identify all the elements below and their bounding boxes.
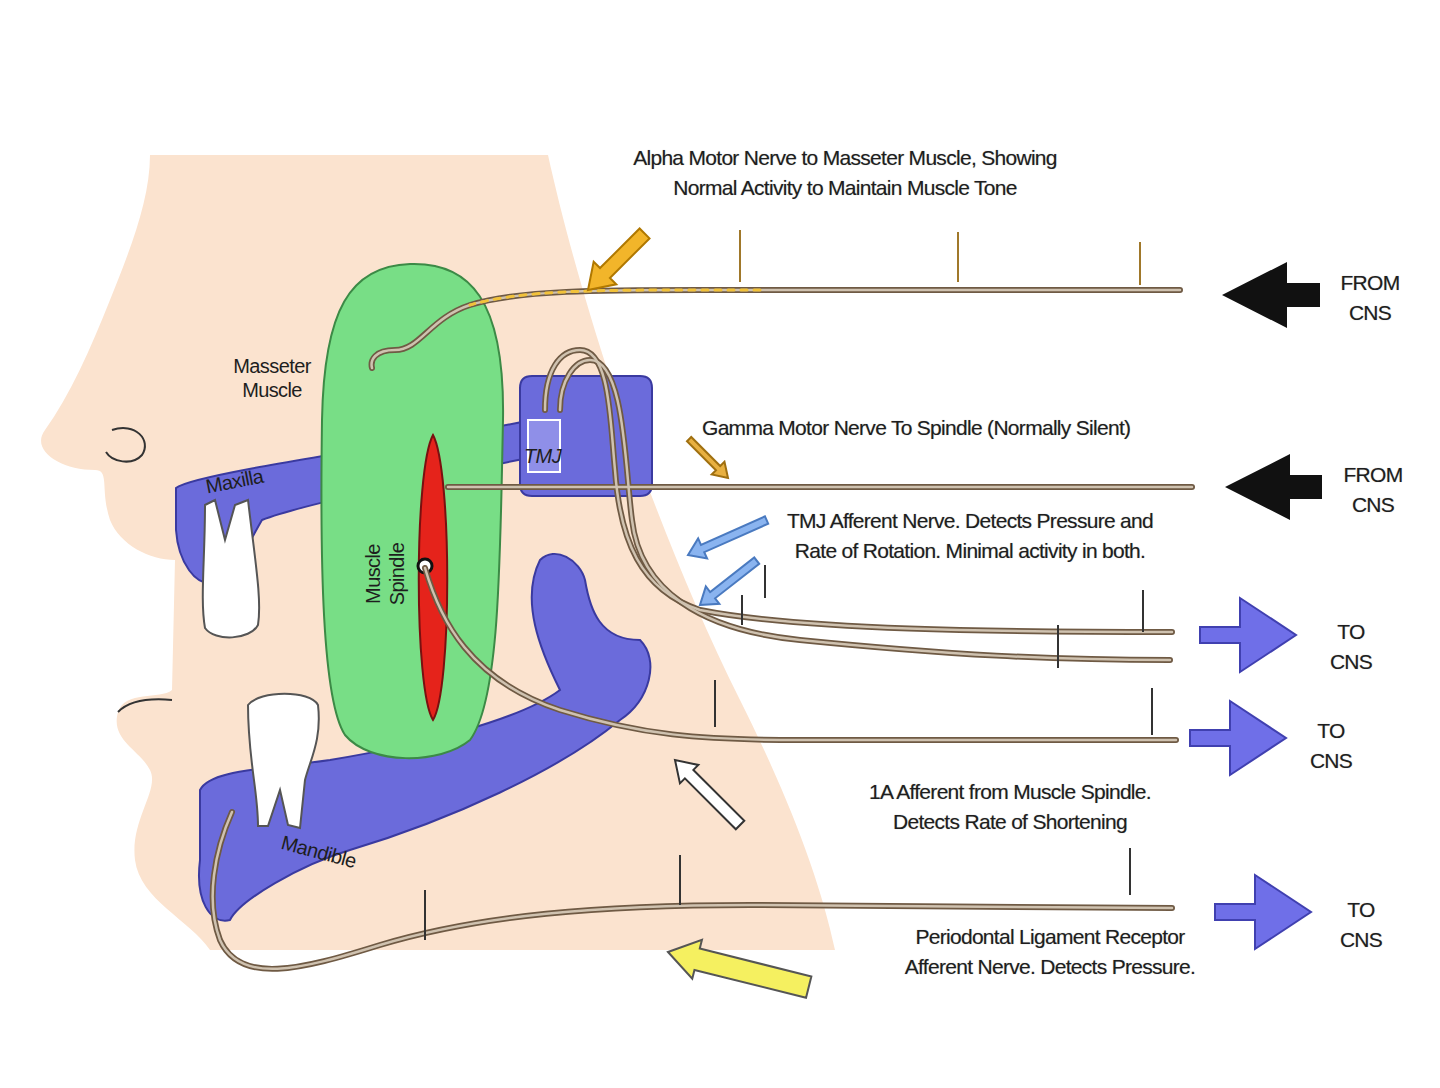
cns-label: FROM CNS	[1330, 268, 1410, 328]
node-label: Muscle Spindle	[361, 534, 409, 614]
node-label: TMJ	[524, 444, 574, 468]
nerve-callout: Periodontal Ligament Receptor Afferent N…	[835, 922, 1265, 982]
cns-label: TO CNS	[1327, 895, 1395, 955]
tmj-joint: TMJ	[518, 374, 654, 498]
cns-arrows	[1190, 262, 1322, 949]
cns-label: FROM CNS	[1333, 460, 1413, 520]
spike	[739, 230, 741, 282]
muscle-spindle: Muscle Spindle	[413, 433, 453, 723]
tmj-joint-shape	[520, 376, 652, 496]
spike	[679, 855, 681, 905]
nerve-callout: TMJ Afferent Nerve. Detects Pressure and…	[775, 506, 1165, 566]
tmj-joint-outline	[518, 374, 654, 498]
from-cns-arrow	[1225, 454, 1322, 520]
maxilla-bone-shape	[176, 422, 528, 583]
nerve-callout: Gamma Motor Nerve To Spindle (Normally S…	[702, 413, 1322, 443]
upper-tooth	[203, 500, 259, 637]
spike	[1129, 848, 1131, 895]
to-cns-arrow	[1215, 875, 1311, 949]
spike	[714, 680, 716, 727]
mandible-bone-shape	[199, 554, 650, 921]
nostril-line	[106, 428, 145, 462]
gamma-motor-nerve-core	[448, 486, 1192, 489]
lip-line	[118, 699, 172, 712]
node-label: Masseter Muscle	[212, 354, 332, 402]
callout-arrows	[577, 222, 814, 1006]
spike	[741, 595, 743, 625]
callout-arrow	[663, 933, 813, 1007]
callout-arrow	[684, 510, 772, 565]
to-cns-arrow	[1190, 701, 1286, 775]
spike	[424, 890, 426, 940]
cns-label: TO CNS	[1297, 716, 1365, 776]
spike	[1057, 625, 1059, 668]
spike	[957, 232, 959, 282]
callout-arrow	[666, 751, 749, 834]
masseter-muscle: Masseter MuscleMuscle Spindle	[318, 262, 508, 764]
muscle-spindle-outline	[413, 433, 453, 723]
spike	[1151, 688, 1153, 735]
spindle-receptor	[418, 559, 432, 573]
gamma-motor-nerve	[448, 484, 1192, 490]
masseter-muscle-outline	[318, 262, 508, 764]
cns-label: TO CNS	[1317, 617, 1385, 677]
spike	[1142, 590, 1144, 632]
nerve-callout: 1A Afferent from Muscle Spindle. Detects…	[790, 777, 1230, 837]
from-cns-arrow	[1222, 262, 1320, 328]
nerve-callout: Alpha Motor Nerve to Masseter Muscle, Sh…	[545, 143, 1145, 203]
to-cns-arrow	[1200, 598, 1296, 672]
face-profile	[41, 155, 835, 950]
muscle-spindle-shape	[419, 435, 448, 720]
masseter-muscle-shape	[321, 264, 503, 758]
spike	[1139, 242, 1141, 285]
callout-arrow	[693, 552, 763, 614]
spike	[764, 565, 766, 598]
callout-arrow	[683, 433, 735, 485]
callout-arrow	[577, 222, 656, 301]
alpha-activity-dashes	[470, 290, 760, 305]
